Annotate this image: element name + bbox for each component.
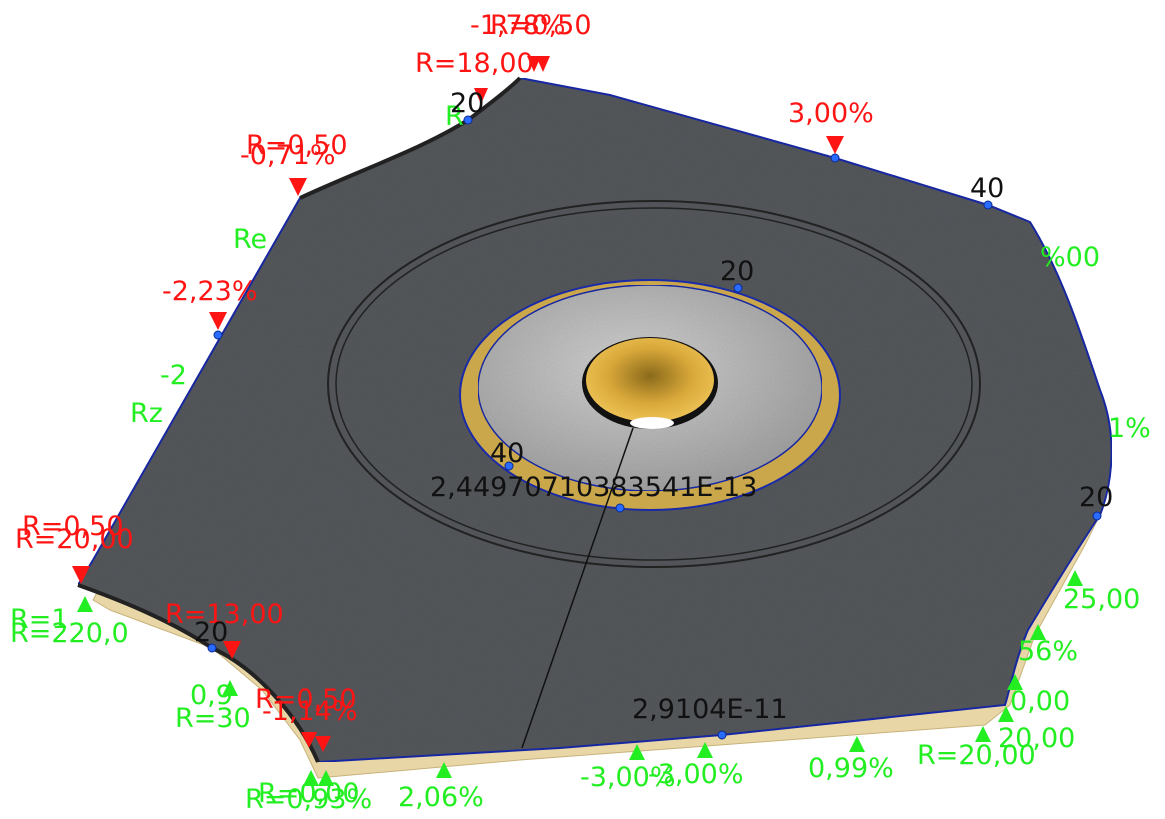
label-s-slope: -1,14%	[262, 696, 358, 727]
marker-icon[interactable]	[318, 770, 334, 786]
label-bottom-c: 2,06%	[398, 782, 484, 813]
label-se-r-a: 20,00	[998, 723, 1075, 754]
marker-icon[interactable]	[72, 566, 90, 584]
outer-ring-inner	[335, 207, 973, 561]
label-sw-b: R=220,0	[10, 618, 129, 649]
label-bottom-e: R=0,00	[258, 778, 360, 809]
label-sw-a: R=1	[10, 604, 69, 635]
label-east-frag-a: %00	[1040, 242, 1100, 273]
label-east-pct: 56%	[1018, 636, 1078, 667]
marker-icon[interactable]	[536, 56, 550, 72]
marker-icon[interactable]	[289, 178, 307, 196]
marker-icon[interactable]	[1030, 624, 1046, 640]
marker-icon[interactable]	[303, 770, 319, 786]
marker-icon[interactable]	[826, 136, 844, 154]
label-sw-radius-a: R=0,50	[22, 511, 124, 542]
label-ne-slope: 3,00%	[788, 98, 874, 129]
marker-icon[interactable]	[77, 596, 93, 612]
label-sw-c: 0,9	[190, 680, 233, 711]
marker-icon[interactable]	[222, 680, 238, 696]
label-bottom-a: -3,00%	[580, 762, 676, 793]
point-nw[interactable]	[463, 115, 473, 125]
label-sw-d: R=30	[175, 703, 251, 734]
marker-icon[interactable]	[223, 641, 241, 659]
label-center-40: 40	[490, 438, 524, 469]
point-center-left[interactable]	[504, 461, 514, 471]
marker-icon[interactable]	[209, 312, 227, 330]
label-bottom-value: 2,9104E-11	[632, 694, 788, 725]
label-top-radius-b: R=18,00	[415, 48, 534, 79]
label-east-num: 0,00	[1010, 686, 1070, 717]
marker-icon[interactable]	[436, 762, 452, 778]
marker-icon[interactable]	[629, 744, 645, 760]
label-east-frag-b: 1%	[1108, 413, 1151, 444]
label-s-radius: R=13,00	[165, 599, 284, 630]
label-s-radius-small: R=0,50	[255, 684, 357, 715]
label-top-radius-a: R=0,50	[490, 10, 592, 41]
label-se-pct: 0,99%	[808, 753, 894, 784]
marker-icon[interactable]	[1007, 674, 1023, 690]
marker-icon[interactable]	[301, 732, 317, 748]
label-se-r-b: R=20,00	[917, 740, 1036, 771]
point-ne[interactable]	[830, 153, 840, 163]
point-w[interactable]	[213, 330, 223, 340]
point-sw[interactable]	[207, 643, 217, 653]
drain[interactable]	[586, 338, 714, 422]
label-bottom-b: -3,00%	[648, 759, 744, 790]
marker-icon[interactable]	[975, 726, 991, 742]
marker-icon[interactable]	[998, 706, 1014, 722]
marker-icon[interactable]	[697, 742, 713, 758]
label-center-value: 2,44970710383541E-13	[430, 472, 757, 503]
label-west-frag-b: -2	[160, 360, 187, 391]
label-ne-40: 40	[970, 173, 1004, 204]
point-bottom[interactable]	[717, 730, 727, 740]
label-sw-20: 20	[194, 617, 228, 648]
marker-icon[interactable]	[1067, 570, 1083, 586]
drain-hole	[630, 417, 674, 429]
label-east-20: 20	[1079, 482, 1113, 513]
label-bottom-d: R=0,93%	[245, 784, 372, 815]
point-ne2[interactable]	[983, 200, 993, 210]
label-west-frag-c: Rz	[130, 398, 163, 429]
label-sw-radius-b: R=20,00	[15, 524, 134, 555]
outer-ring	[327, 200, 981, 568]
curb-arc-nw	[299, 76, 522, 200]
marker-icon[interactable]	[527, 56, 541, 72]
label-west-slope: -2,23%	[162, 276, 258, 307]
marker-icon[interactable]	[315, 736, 331, 752]
label-nw-slope: -0,71%	[240, 140, 336, 171]
red-markers	[72, 56, 844, 752]
point-e[interactable]	[1092, 511, 1102, 521]
leader-line	[521, 427, 634, 749]
label-east-r: 25,00	[1063, 584, 1140, 615]
marker-icon[interactable]	[474, 88, 488, 104]
point-center-bottom[interactable]	[615, 503, 625, 513]
label-nw-radius: R=0,50	[246, 130, 348, 161]
label-west-frag-a: Re	[233, 224, 267, 255]
green-markers	[77, 570, 1083, 786]
marker-icon[interactable]	[849, 736, 865, 752]
point-center-top[interactable]	[733, 283, 743, 293]
label-north-frag: R	[445, 101, 464, 132]
label-center-20: 20	[720, 256, 754, 287]
label-top-slope: -1,78%	[470, 10, 566, 41]
label-nw-20: 20	[450, 88, 484, 119]
